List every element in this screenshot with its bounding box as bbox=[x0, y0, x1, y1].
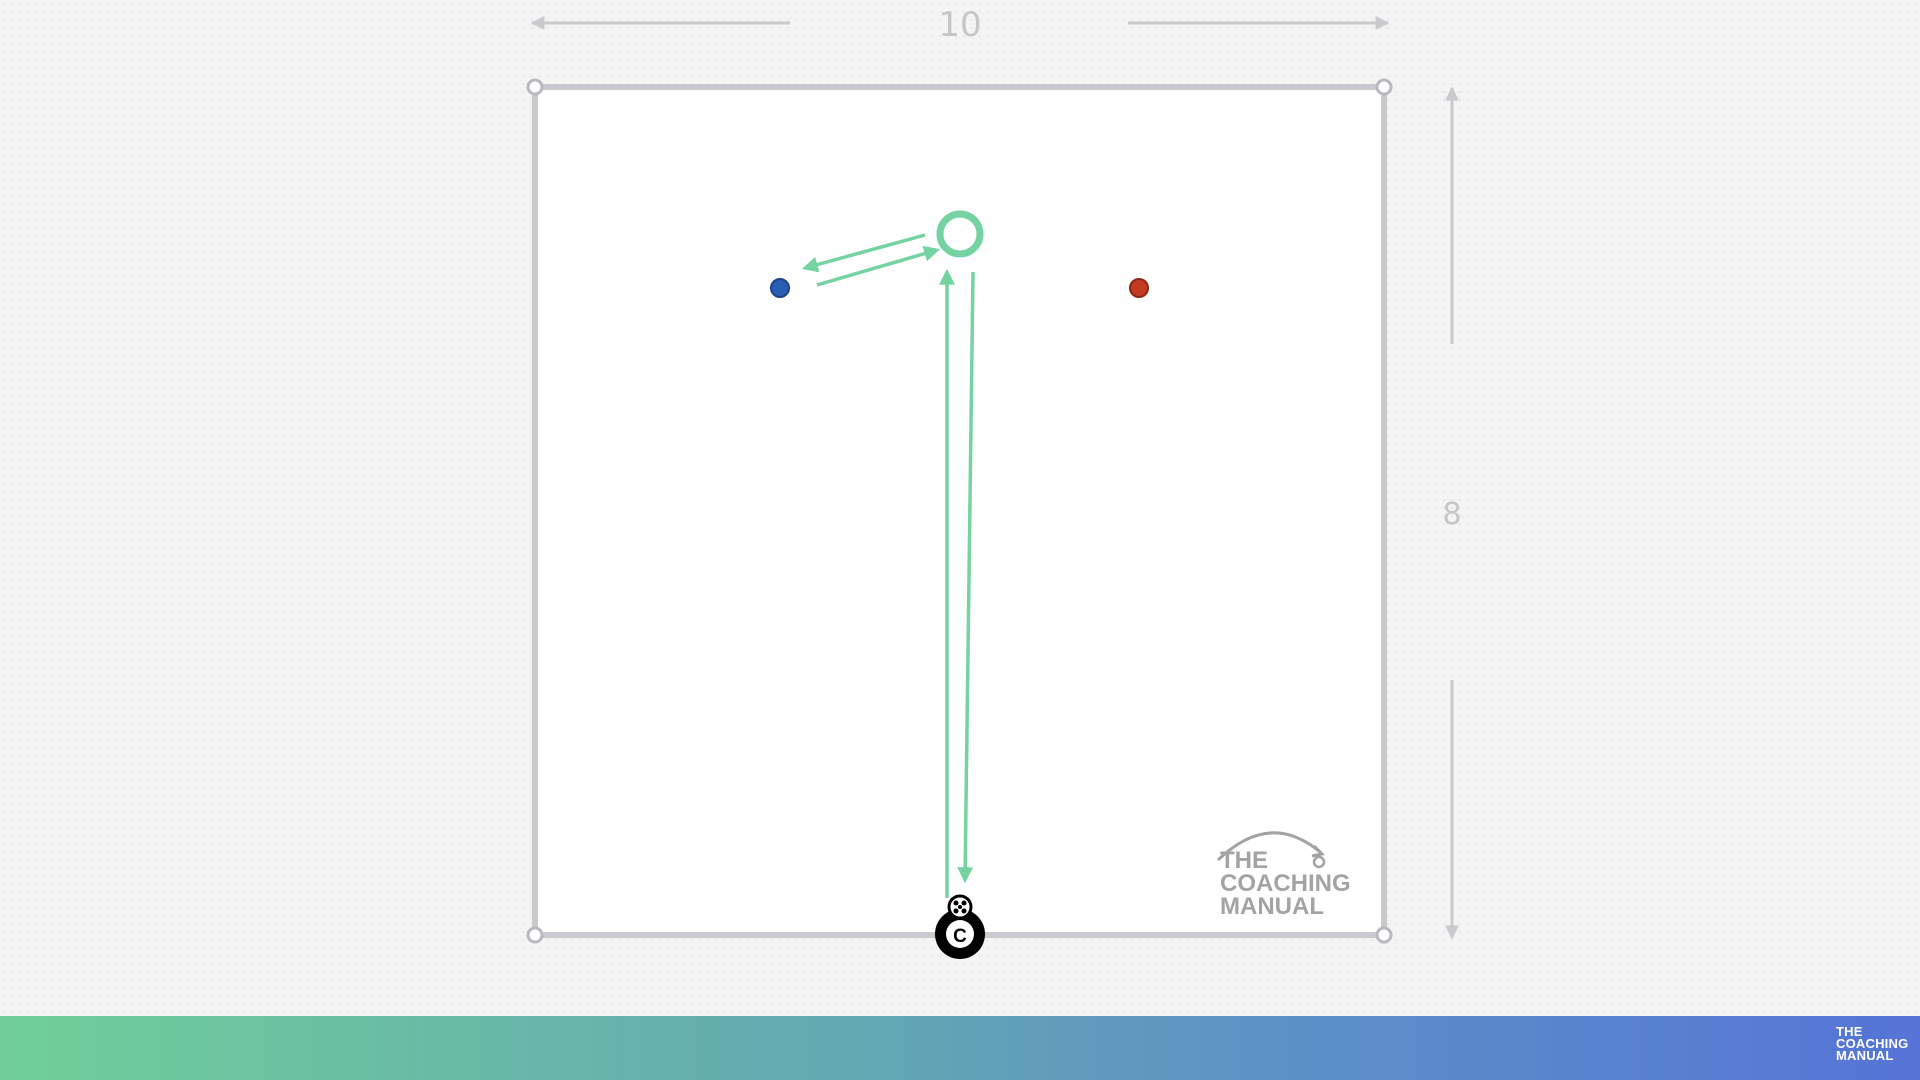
watermark-logo: THE COACHING MANUAL bbox=[1216, 831, 1351, 920]
player-red bbox=[1129, 278, 1149, 298]
width-label: 10 bbox=[938, 5, 981, 45]
coach-label: C bbox=[953, 926, 967, 947]
height-dimension: 8 bbox=[1442, 86, 1462, 940]
width-dimension: 10 bbox=[530, 5, 1390, 45]
coach-marker: C bbox=[935, 909, 985, 959]
arrow-back-to-cone bbox=[816, 245, 941, 287]
watermark-line2: COACHING bbox=[1220, 870, 1351, 897]
drill-diagram: 10 8 C bbox=[526, 5, 1462, 959]
footer-logo-line3: MANUAL bbox=[1836, 1048, 1894, 1063]
corner-marker-bottom-left bbox=[526, 926, 544, 944]
logo-swoosh-icon bbox=[1216, 831, 1321, 862]
corner-marker-top-right bbox=[1375, 78, 1393, 96]
arrow-to-blue-player bbox=[801, 233, 926, 273]
soccer-ball-icon bbox=[947, 894, 973, 920]
arrow-down-from-cone bbox=[957, 271, 975, 884]
movement-arrows bbox=[801, 233, 975, 898]
watermark-line3: MANUAL bbox=[1220, 893, 1324, 920]
footer-logo-line2: COACHING bbox=[1836, 1036, 1909, 1051]
footer-logo-line1: THE bbox=[1836, 1024, 1863, 1039]
player-blue bbox=[770, 278, 790, 298]
corner-marker-bottom-right bbox=[1375, 926, 1393, 944]
cone-marker-icon bbox=[936, 210, 984, 258]
corner-markers bbox=[526, 78, 1393, 944]
corner-marker-top-left bbox=[526, 78, 544, 96]
footer-bar: THE COACHING MANUAL bbox=[0, 1016, 1920, 1080]
watermark-line1: THE bbox=[1220, 847, 1268, 874]
footer-logo: THE COACHING MANUAL bbox=[1836, 1024, 1909, 1063]
height-label: 8 bbox=[1442, 497, 1461, 532]
